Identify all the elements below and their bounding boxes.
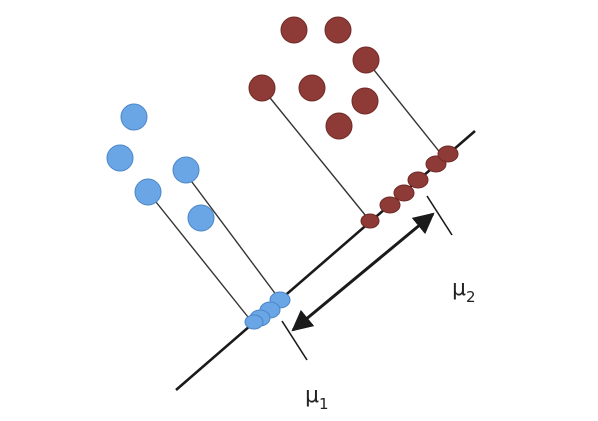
- class-2-projected-point: [437, 145, 459, 163]
- mu2-label: μ2: [452, 276, 476, 306]
- class-1-point: [120, 103, 148, 131]
- projection-line: [261, 87, 371, 222]
- class-2-projected-point: [393, 184, 415, 202]
- mu1-subscript: 1: [319, 395, 329, 413]
- class-1-projections: [244, 291, 291, 330]
- projection-line: [182, 169, 281, 301]
- mu2-subscript: 2: [466, 288, 476, 306]
- mu1-label: μ1: [305, 383, 329, 413]
- projection-lines: [147, 59, 447, 323]
- class-2-point: [325, 112, 353, 140]
- class-2-projected-point: [407, 171, 429, 189]
- class-2-projections: [360, 145, 459, 229]
- class-2-point: [351, 87, 379, 115]
- class-2-point: [248, 74, 276, 102]
- mu1-symbol: μ: [305, 383, 319, 408]
- class-2-point: [298, 74, 326, 102]
- class-1-projected-point: [244, 314, 264, 330]
- class-2-point: [280, 16, 308, 44]
- mu2-tick: [426, 195, 453, 236]
- class-2-point: [324, 16, 352, 44]
- class-2-point: [352, 46, 380, 74]
- class-1-points: [106, 103, 215, 232]
- mu1-tick: [281, 320, 308, 361]
- class-2-points: [248, 16, 380, 140]
- class-2-projected-point: [360, 213, 380, 229]
- class-1-point: [106, 144, 134, 172]
- class-2-projected-point: [379, 196, 401, 214]
- projection-line: [147, 191, 253, 323]
- mean-distance-arrow: [291, 212, 435, 332]
- class-1-point: [172, 156, 200, 184]
- projection-line: [365, 59, 447, 161]
- class-1-point: [134, 178, 162, 206]
- class-1-point: [187, 204, 215, 232]
- mu2-symbol: μ: [452, 276, 466, 301]
